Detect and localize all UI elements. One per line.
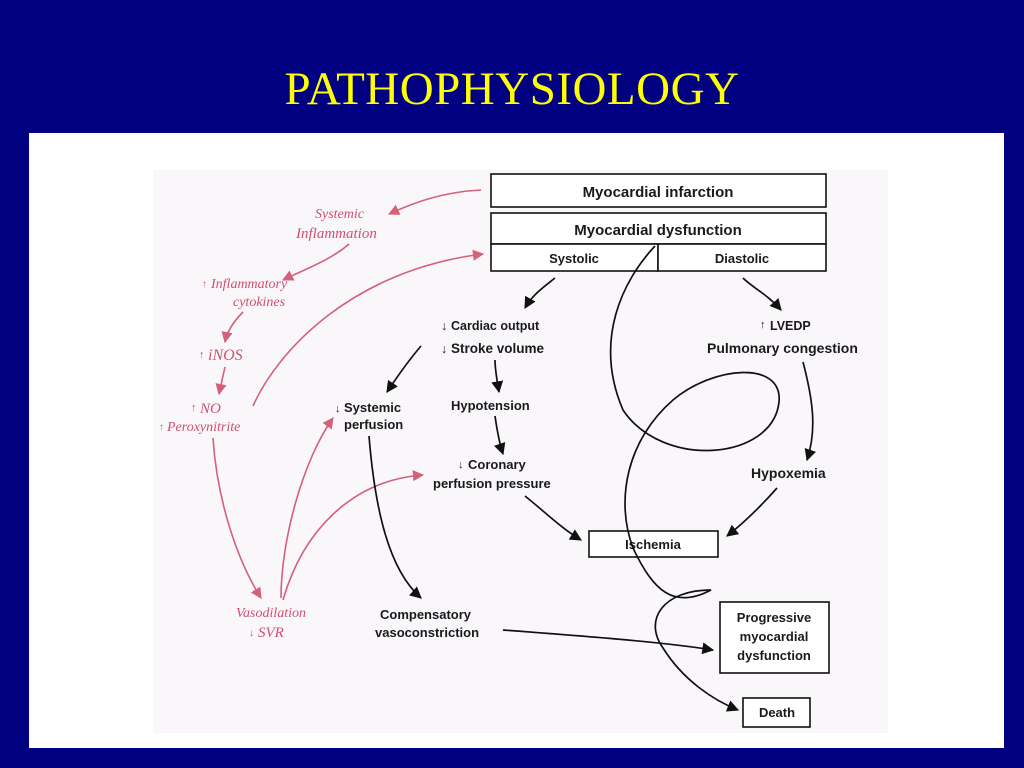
flow-diagram: Myocardial infarction Myocardial dysfunc… <box>159 173 858 728</box>
down-arrow-icon: ↓ <box>441 319 447 333</box>
diastolic-to-lvedp-arrow <box>742 277 782 311</box>
progressive-dysfunction-box <box>719 601 830 674</box>
stroke-volume-to-hypotension-arrow <box>491 359 504 394</box>
no-to-vasodilation-arrow <box>212 437 262 599</box>
death-box <box>742 697 811 728</box>
perfusion-to-vasoconstriction-arrow <box>368 435 422 599</box>
mi-to-inflammation-arrow <box>387 189 482 215</box>
up-arrow-icon: ↑ <box>199 349 205 361</box>
myocardial-infarction-label: Myocardial infarction <box>583 184 734 201</box>
vasoconstriction-to-progressive-arrow <box>502 629 715 655</box>
hypoxemia-to-ischemia-arrow <box>726 487 778 537</box>
vasodilation-to-coronary-arrow <box>282 470 425 601</box>
diastolic-label: Diastolic <box>715 251 769 266</box>
cardiac-output-label: Cardiac output <box>451 319 540 333</box>
cytokines-label-1: Inflammatory <box>210 277 288 292</box>
down-arrow-icon: ↓ <box>458 459 464 471</box>
hypotension-to-coronary-arrow <box>493 415 506 456</box>
inflammation-to-cytokines-arrow <box>281 243 350 281</box>
pulmonary-congestion-label: Pulmonary congestion <box>707 340 858 356</box>
progressive-label-3: dysfunction <box>737 648 811 663</box>
vasodilation-label: Vasodilation <box>236 606 306 621</box>
cardiac-output-to-perfusion-arrow <box>386 345 422 393</box>
congestion-to-hypoxemia-arrow <box>802 361 817 462</box>
progressive-label-1: Progressive <box>737 610 811 625</box>
slide-title: PATHOPHYSIOLOGY <box>284 63 740 115</box>
vasodilation-to-perfusion-arrow <box>280 417 334 599</box>
no-to-dysfunction-arrow <box>252 249 485 407</box>
down-arrow-icon: ↓ <box>335 403 341 415</box>
progressive-label-2: myocardial <box>740 629 809 644</box>
down-arrow-icon: ↓ <box>441 342 447 356</box>
coronary-to-ischemia-arrow <box>524 495 583 541</box>
up-arrow-icon: ↑ <box>202 279 207 290</box>
svr-label: SVR <box>258 625 284 641</box>
myocardial-infarction-box <box>490 173 827 208</box>
lvedp-label: LVEDP <box>770 319 811 333</box>
up-arrow-icon: ↑ <box>159 422 164 433</box>
compensatory-label-1: Compensatory <box>380 607 472 622</box>
death-label: Death <box>759 705 795 720</box>
stroke-volume-label: Stroke volume <box>451 341 545 356</box>
hypotension-label: Hypotension <box>451 398 530 413</box>
inos-label: iNOS <box>208 347 243 364</box>
ischemia-label: Ischemia <box>625 537 681 552</box>
peroxynitrite-label: Peroxynitrite <box>166 420 240 435</box>
systolic-label: Systolic <box>549 251 599 266</box>
compensatory-label-2: vasoconstriction <box>375 625 479 640</box>
coronary-label-2: perfusion pressure <box>433 476 551 491</box>
systolic-to-cardiac-output-arrow <box>524 277 556 310</box>
systemic-perfusion-label-1: Systemic <box>344 400 401 415</box>
myocardial-dysfunction-box <box>490 212 827 245</box>
myocardial-dysfunction-label: Myocardial dysfunction <box>574 222 742 239</box>
up-arrow-icon: ↑ <box>760 319 766 331</box>
ischemia-box <box>588 530 719 558</box>
inos-to-no-arrow <box>215 366 227 396</box>
systemic-inflammation-label-2: Inflammation <box>295 226 377 242</box>
cytokines-label-2: cytokines <box>233 295 286 310</box>
systemic-inflammation-label-1: Systemic <box>315 207 365 222</box>
systemic-perfusion-label-2: perfusion <box>344 417 403 432</box>
systolic-box <box>490 243 659 272</box>
cytokines-to-inos-arrow <box>221 311 244 344</box>
coronary-label-1: Coronary <box>468 457 527 472</box>
pathophysiology-diagram: Myocardial infarction Myocardial dysfunc… <box>153 170 888 733</box>
no-label: NO <box>199 401 221 417</box>
hypoxemia-label: Hypoxemia <box>751 465 826 481</box>
up-arrow-icon: ↑ <box>191 402 197 414</box>
vicious-cycle-loop <box>609 245 780 712</box>
diastolic-box <box>657 243 827 272</box>
down-arrow-icon: ↓ <box>249 628 254 639</box>
